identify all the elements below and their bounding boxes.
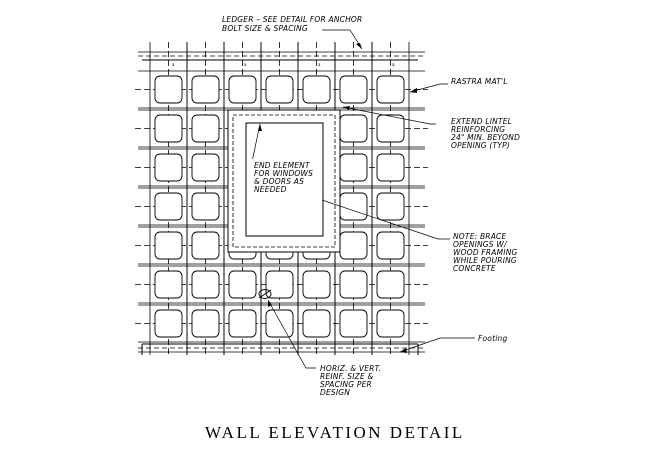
callout-text: NEEDED: [254, 185, 287, 194]
block-cell: [376, 192, 405, 221]
callout-text: END ELEMENT: [254, 161, 311, 170]
callout-brace: NOTE: BRACE OPENINGS W/ WOOD FRAMING WHI…: [453, 232, 518, 273]
arrowhead: [343, 106, 350, 110]
block-cell: [191, 114, 220, 143]
callout-text: DESIGN: [320, 388, 350, 397]
callout-text: WOOD FRAMING: [453, 248, 518, 257]
callout-footing: Footing: [478, 334, 507, 343]
callout-text: REINF. SIZE &: [320, 372, 374, 381]
block-cell: [154, 309, 183, 338]
block-cell: [191, 153, 220, 182]
block-cell: [339, 270, 368, 299]
callout-text: RASTRA MAT'L: [451, 77, 508, 86]
reinforcement-marker: [258, 289, 272, 299]
ledger-mark: a: [318, 62, 321, 67]
callout-text: NOTE: BRACE: [453, 232, 506, 241]
drawing-title: WALL ELEVATION DETAIL: [205, 423, 465, 442]
callout-text: OPENING (TYP): [451, 141, 510, 150]
arrowhead: [268, 300, 272, 307]
ledger-mark: a: [244, 62, 247, 67]
callout-lintel: EXTEND LINTEL REINFORCING 24" MIN. BEYON…: [451, 117, 520, 150]
block-cell: [191, 192, 220, 221]
callout-text: SPACING PER: [320, 380, 372, 389]
block-cell: [228, 270, 257, 299]
callout-text: & DOORS AS: [254, 177, 304, 186]
callout-text: FOR WINDOWS: [254, 169, 313, 178]
callout-text: 24" MIN. BEYOND: [451, 133, 520, 142]
callout-text: OPENINGS W/: [453, 240, 508, 249]
block-cell: [302, 309, 331, 338]
block-cell: [339, 153, 368, 182]
block-cell: [191, 309, 220, 338]
ledger-marks: a a a a: [172, 62, 395, 67]
block-cell: [376, 114, 405, 143]
ledger-mark: a: [392, 62, 395, 67]
rastra-leader: [409, 83, 448, 93]
block-cell: [265, 75, 294, 104]
block-cell: [376, 75, 405, 104]
arrowhead: [258, 124, 262, 131]
reinf-leader: [267, 299, 316, 369]
block-cell: [265, 270, 294, 299]
block-cell: [154, 153, 183, 182]
callout-text: LEDGER – SEE DETAIL FOR ANCHOR: [222, 15, 362, 24]
callout-text: BOLT SIZE & SPACING: [222, 24, 308, 33]
block-cell: [302, 75, 331, 104]
block-cell: [339, 75, 368, 104]
arrowhead: [400, 348, 407, 353]
block-cell: [339, 231, 368, 260]
block-cell: [376, 153, 405, 182]
callout-text: Footing: [478, 334, 507, 343]
block-cell: [191, 75, 220, 104]
block-cell: [154, 114, 183, 143]
block-cell: [339, 309, 368, 338]
callout-end-element: END ELEMENT FOR WINDOWS & DOORS AS NEEDE…: [250, 159, 322, 202]
ledger-mark: a: [172, 62, 175, 67]
arrowhead: [356, 43, 362, 49]
callout-ledger: LEDGER – SEE DETAIL FOR ANCHOR BOLT SIZE…: [222, 15, 362, 33]
callout-text: HORIZ. & VERT.: [320, 364, 381, 373]
block-cell: [154, 270, 183, 299]
block-cell: [228, 75, 257, 104]
brace-leader: [309, 195, 450, 240]
block-cell: [376, 270, 405, 299]
block-cell: [265, 309, 294, 338]
callout-rastra: RASTRA MAT'L: [451, 77, 508, 86]
ledger-leader: [322, 29, 363, 50]
arrowhead: [410, 88, 417, 93]
block-cell: [154, 231, 183, 260]
block-cell: [339, 192, 368, 221]
callout-text: REINFORCING: [451, 125, 505, 134]
footing-leader: [399, 337, 475, 353]
block-cell: [191, 231, 220, 260]
block-cell: [376, 231, 405, 260]
block-cell: [154, 192, 183, 221]
callout-text: EXTEND LINTEL: [451, 117, 512, 126]
leader-lines: [251, 29, 475, 369]
callout-text: WHILE POURING: [453, 256, 517, 265]
block-cell: [302, 270, 331, 299]
callout-reinf: HORIZ. & VERT. REINF. SIZE & SPACING PER…: [320, 364, 381, 397]
callout-text: CONCRETE: [453, 264, 496, 273]
block-cell: [228, 309, 257, 338]
block-cell: [339, 114, 368, 143]
block-cell: [191, 270, 220, 299]
lintel-leader: [342, 106, 436, 125]
block-cell: [154, 75, 183, 104]
block-cell: [376, 309, 405, 338]
